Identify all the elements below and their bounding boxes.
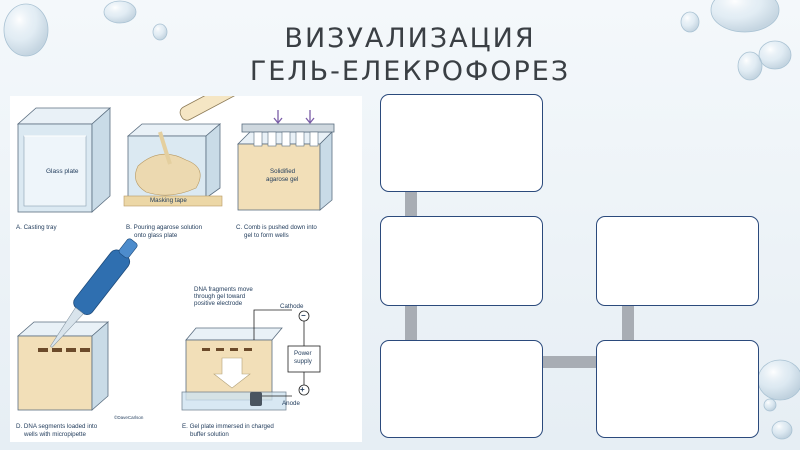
dna-fragments-label-line2: through gel toward — [194, 293, 246, 300]
title-line-2: ГЕЛЬ-ЕЛЕКРОФОРЕЗ — [249, 56, 571, 87]
copyright-label: ©DaveCarlson — [114, 415, 144, 420]
micropipette-loading-drawing — [16, 238, 138, 411]
flowchart-box-4 — [380, 340, 543, 438]
slide-title: ВИЗУАЛИЗАЦИЯ ГЕЛЬ-ЕЛЕКРОФОРЕЗ — [230, 22, 590, 88]
casting-tray-drawing — [16, 107, 112, 213]
caption-b-line2: onto glass plate — [134, 232, 178, 239]
caption-d-line1: D. DNA segments loaded into — [16, 423, 98, 430]
connector-2-3 — [405, 304, 417, 342]
comb-gel-drawing — [237, 110, 335, 211]
caption-d-line2: wells with micropipette — [24, 431, 86, 438]
connector-4-5 — [622, 304, 634, 342]
electrophoresis-illustration: Glass plate A. Casting tray Masking tape… — [10, 96, 362, 442]
flowchart-box-3 — [596, 216, 759, 306]
power-supply-label-line2: supply — [294, 358, 312, 365]
title-line-1: ВИЗУАЛИЗАЦИЯ — [284, 23, 536, 54]
caption-c-line1: C. Comb is pushed down into — [236, 224, 317, 231]
solidified-label-line1: Solidified — [270, 168, 296, 175]
flowchart-box-1 — [380, 94, 543, 192]
anode-label: Anode — [282, 400, 300, 407]
pouring-agarose-drawing — [123, 96, 238, 207]
cathode-label: Cathode — [280, 303, 304, 310]
flowchart-box-5 — [596, 340, 759, 438]
minus-sign: − — [301, 311, 306, 320]
plus-sign: + — [300, 385, 305, 394]
connector-3-5 — [542, 356, 598, 368]
caption-c-line2: gel to form wells — [244, 232, 289, 239]
caption-b-line1: B. Pouring agarose solution — [126, 224, 203, 231]
flowchart-box-2 — [380, 216, 543, 306]
solidified-label-line2: agarose gel — [266, 176, 299, 183]
caption-e-line1: E. Gel plate immersed in charged — [182, 423, 274, 430]
glass-plate-label: Glass plate — [46, 168, 79, 175]
caption-a: A. Casting tray — [16, 224, 57, 231]
droplet — [3, 3, 49, 57]
power-supply-label-line1: Power — [294, 350, 312, 357]
dna-fragments-label-line3: positive electrode — [194, 300, 243, 307]
electrophoresis-chamber-drawing — [181, 309, 321, 411]
dna-fragments-label-line1: DNA fragments move — [194, 286, 253, 293]
connector-1-2 — [405, 190, 417, 218]
masking-tape-label: Masking tape — [150, 197, 187, 204]
caption-e-line2: buffer solution — [190, 431, 229, 438]
